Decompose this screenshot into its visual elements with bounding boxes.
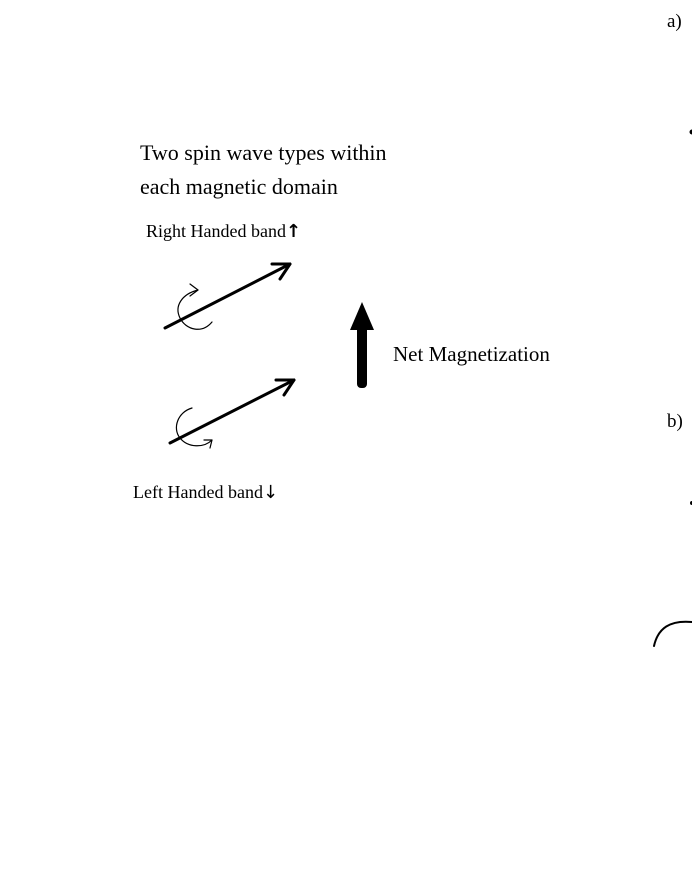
right-handed-spin-arrow: [163, 262, 292, 330]
right-handed-band-label: Right Handed band↑: [146, 222, 301, 241]
heading-line-2: each magnetic domain: [140, 174, 338, 199]
left-handed-arrow-head: [274, 378, 296, 397]
left-handed-rotation-curl-icon: [175, 407, 213, 447]
panel-a-dot: [689, 129, 692, 135]
right-handed-band-text: Right Handed band: [146, 221, 286, 241]
net-magnetization-arrow-shaft: [357, 318, 367, 388]
left-handed-band-label: Left Handed band↓: [133, 483, 278, 502]
left-handed-band-text: Left Handed band: [133, 482, 263, 502]
diagram-heading: Two spin wave types within each magnetic…: [140, 136, 387, 204]
right-handed-arrow-shaft: [163, 262, 292, 330]
net-magnetization-label: Net Magnetization: [393, 342, 550, 366]
heading-line-1: Two spin wave types within: [140, 140, 387, 165]
net-magnetization-arrow-head: [350, 302, 374, 330]
left-handed-arrow-shaft: [168, 378, 296, 445]
left-handed-spin-arrow: [168, 378, 296, 449]
left-handed-curl-tip: [203, 439, 213, 449]
right-handed-curl-tip: [189, 283, 199, 297]
panel-label-b: b): [667, 411, 683, 432]
down-arrow-icon: ↓: [262, 482, 279, 503]
net-magnetization-arrow: [350, 302, 374, 388]
up-arrow-icon: ↑: [285, 221, 302, 242]
panel-label-a: a): [667, 11, 682, 32]
panel-b-curve-fragment: [653, 620, 692, 647]
right-handed-rotation-curl-icon: [177, 289, 213, 330]
right-handed-arrow-head: [270, 262, 292, 281]
